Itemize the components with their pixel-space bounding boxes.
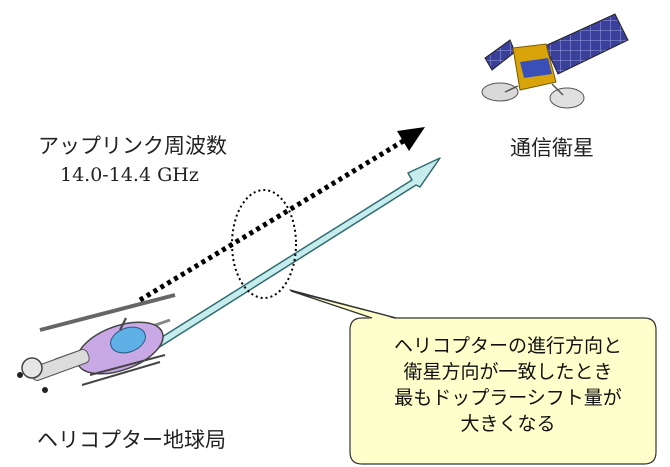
alignment-ellipse: [231, 189, 297, 299]
heading-beam-arrow: [153, 157, 441, 349]
uplink-frequency-band: 14.0-14.4 GHz: [60, 164, 199, 186]
callout-line: ヘリコプターの進行方向と: [393, 335, 622, 357]
callout-line: 最もドップラーシフト量が: [394, 387, 622, 409]
callout-line: 衛星方向が一致したとき: [403, 361, 613, 383]
uplink-frequency-label: アップリンク周波数: [38, 134, 227, 158]
callout-line: 大きくなる: [460, 413, 556, 435]
uplink-dotted-arrow: [138, 127, 425, 303]
satellite-label: 通信衛星: [510, 136, 594, 160]
callout-text: ヘリコプターの進行方向と 衛星方向が一致したとき 最もドップラーシフト量が 大き…: [356, 333, 660, 437]
helicopter-icon: [17, 293, 176, 393]
helicopter-label: ヘリコプター地球局: [37, 428, 226, 452]
satellite-icon: [481, 13, 629, 109]
